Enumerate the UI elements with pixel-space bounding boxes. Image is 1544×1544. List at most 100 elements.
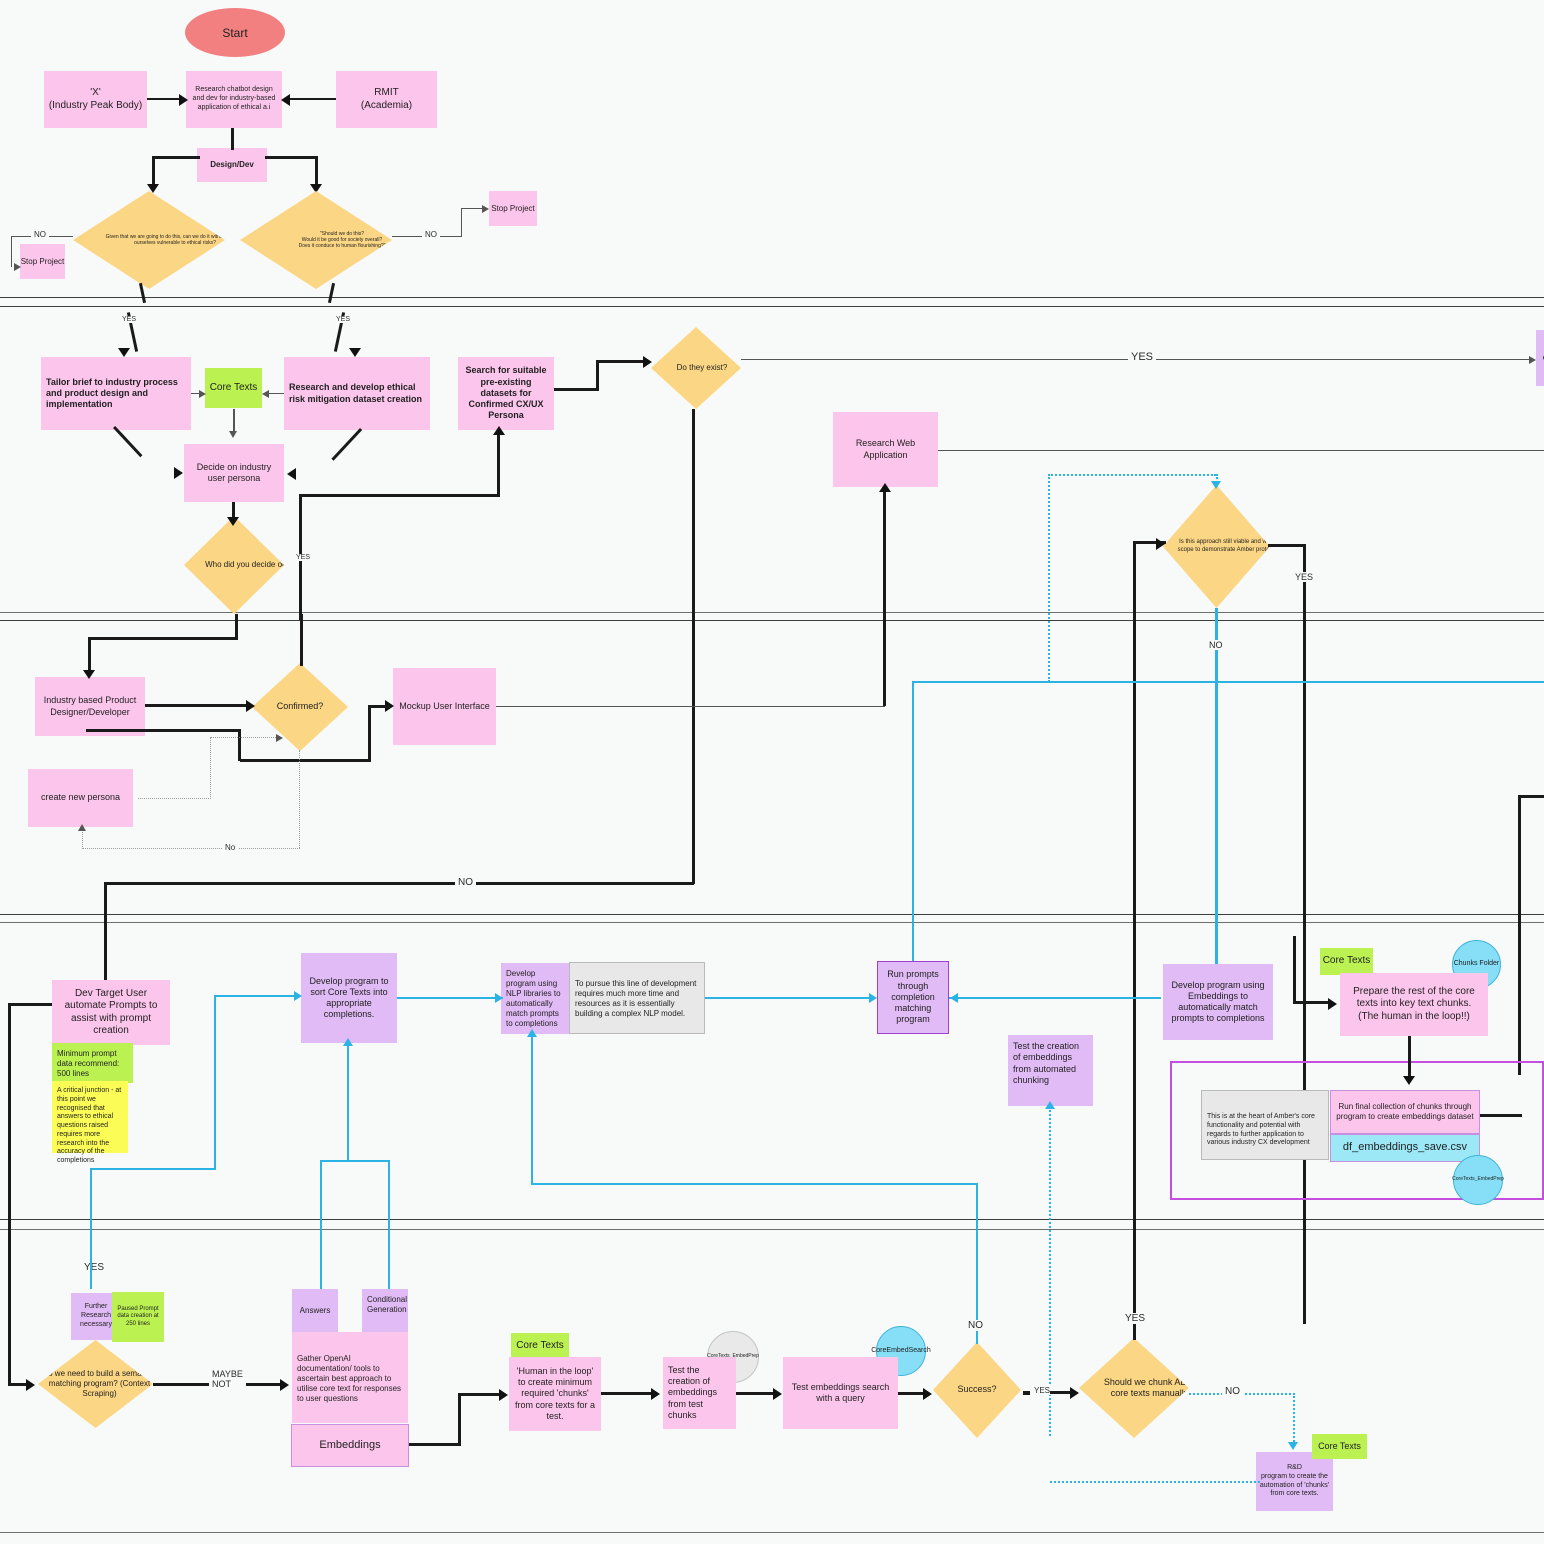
arrow-viable-left <box>1156 538 1165 550</box>
mockup-ui-label: Mockup User Interface <box>399 700 490 711</box>
arrow-success-to-chunk <box>1070 1387 1079 1399</box>
lane-divider-3a <box>0 914 1544 915</box>
edge-mockup-to-webapp-h <box>496 706 885 707</box>
stop-project-right-label: Stop Project <box>491 203 535 213</box>
node-core-texts-1: Core Texts <box>205 368 262 408</box>
coretexts-embedprep-1-label: CoreTexts_EmbedPrep <box>1452 1176 1504 1183</box>
edge-tailor-to-coretexts <box>191 393 200 394</box>
arrow-dotted-to-viable <box>1211 481 1221 489</box>
node-mockup-ui: Mockup User Interface <box>393 668 496 745</box>
tailor-brief-label: Tailor brief to industry process and pro… <box>46 376 178 410</box>
edge-yes-semantic-v <box>90 1229 92 1289</box>
node-human-in-loop: 'Human in the loop' to create minimum re… <box>509 1357 601 1431</box>
node-dev-target-user: Dev Target User automate Prompts to assi… <box>52 980 170 1045</box>
prepare-chunks-label: Prepare the rest of the core texts into … <box>1353 985 1475 1022</box>
decide-persona-label: Decide on industry user persona <box>196 461 272 483</box>
edge-label-no-mixed: No <box>222 843 239 852</box>
arrow-human-to-test <box>651 1388 660 1400</box>
edge-success-no-up <box>976 1183 978 1328</box>
edge-loop-v <box>238 729 241 761</box>
edge-left-loop-v <box>8 1003 11 1385</box>
node-gather-openai: Gather OpenAI documentation/ tools to as… <box>292 1332 408 1423</box>
edge-nlp-to-run <box>705 997 871 999</box>
edge-viable-left-v <box>1133 541 1136 1331</box>
rnd-program-line1: R&D <box>1287 1464 1302 1471</box>
arrow-yes-left <box>118 348 130 357</box>
arrow-left-loop <box>26 1379 35 1391</box>
answers-label: Answers <box>299 1306 331 1315</box>
edge-conditional-up <box>388 1160 390 1290</box>
edge-cyan-devtarget-down <box>90 1168 92 1288</box>
edge-mockup-to-webapp-v <box>883 488 886 706</box>
edge-viable-yes-h <box>1268 544 1306 547</box>
arrow-rmit-to-research <box>281 94 290 106</box>
edge-rnd-feedback-h <box>1050 1481 1260 1483</box>
note-heart-of-amber: This is at the heart of Amber's core fun… <box>1201 1090 1329 1160</box>
gather-openai-label: Gather OpenAI documentation/ tools to as… <box>297 1354 402 1403</box>
edge-answers-up <box>320 1160 322 1290</box>
conditional-generation-label: Conditional Generation <box>367 1295 408 1314</box>
edge-confirmed-no-h <box>82 848 300 849</box>
node-research-chatbot: Research chatbot design and dev for indu… <box>186 71 282 128</box>
edge-prepare-to-run-final <box>1408 1036 1411 1080</box>
industry-designer-label: Industry based Product Designer/Develope… <box>43 695 137 717</box>
node-test-embeddings-query: Test embeddings search with a query <box>783 1357 898 1429</box>
edge-human-to-test <box>601 1392 654 1395</box>
node-answers: Answers <box>292 1289 338 1333</box>
edge-search-to-exist-v <box>596 360 599 391</box>
node-decide-persona: Decide on industry user persona <box>184 444 284 502</box>
edge-up-into-sort-v <box>347 1043 349 1160</box>
edge-designdev-right-h <box>265 156 318 159</box>
lane-divider-1a <box>0 297 1544 298</box>
edge-decide-to-who <box>232 502 235 520</box>
rnd-program-line2: program to create the automation of 'chu… <box>1259 1472 1330 1498</box>
test-embeddings-chunks-label: Test the creation of embeddings from tes… <box>668 1364 718 1420</box>
arrow-up-into-sort <box>343 1038 353 1046</box>
node-coretexts-embedprep-1: CoreTexts_EmbedPrep <box>1452 1155 1504 1205</box>
offscreen-purple-label: e <box>1543 353 1544 363</box>
edge-prepare-in-h <box>1293 1001 1331 1004</box>
human-in-loop-label: 'Human in the loop' to create minimum re… <box>514 1365 596 1421</box>
lane-divider-2b <box>0 620 1544 621</box>
edge-coretexts-to-decide <box>233 409 235 433</box>
edge-label-no-big: NO <box>455 877 476 888</box>
edge-left-loop-top <box>8 1003 52 1006</box>
maybe-not-line2: NOT <box>212 1379 231 1390</box>
node-develop-sort-core-texts: Develop program to sort Core Texts into … <box>301 953 397 1043</box>
arrow-designer-to-confirmed <box>246 700 255 712</box>
rmit-line2: (Academia) <box>360 99 413 111</box>
industry-peak-body-line2: (Industry Peak Body) <box>48 99 143 111</box>
edge-dotted-to-viable-v <box>1216 474 1218 483</box>
arrow-test-to-query <box>773 1388 782 1400</box>
edge-search-to-exist-h1 <box>554 388 598 391</box>
edge-label-yes-success: YES <box>1031 1386 1054 1395</box>
develop-sort-label: Develop program to sort Core Texts into … <box>309 975 389 1020</box>
research-web-app-label: Research Web Application <box>855 438 916 460</box>
edge-research-to-designdev <box>231 128 234 150</box>
arrow-tailor-to-coretexts <box>199 390 206 398</box>
edge-yes-persona-h <box>299 494 500 497</box>
edge-embeddings-out-h <box>409 1443 460 1446</box>
arrow-who-to-designer <box>83 670 95 679</box>
df-embeddings-csv-label: df_embeddings_save.csv <box>1342 1141 1468 1154</box>
edge-sort-to-nlp <box>397 997 503 999</box>
node-run-final-collection: Run final collection of chunks through p… <box>1330 1090 1480 1134</box>
note-nlp-model: To pursue this line of development requi… <box>569 962 705 1034</box>
decision-who-decided: Who did you decide on? <box>184 516 284 614</box>
edge-rmit-to-research <box>289 98 336 100</box>
dev-target-user-label: Dev Target User automate Prompts to assi… <box>64 987 158 1037</box>
arrow-research-to-coretexts <box>262 390 269 398</box>
node-industry-designer: Industry based Product Designer/Develope… <box>35 677 145 736</box>
decision-viable-scope: Is this approach still viable and within… <box>1163 485 1270 608</box>
arrow-confirmed-no <box>78 824 86 831</box>
node-create-new-persona: create new persona <box>28 769 133 827</box>
arrow-tailor-to-decide <box>174 467 183 479</box>
edge-yes-persona-up <box>497 432 500 496</box>
edge-label-yes-semantic: YES <box>81 1262 108 1273</box>
node-tailor-brief: Tailor brief to industry process and pro… <box>41 357 191 430</box>
edge-nlp-from-below-h <box>531 1183 978 1185</box>
edge-yes-to-confirmed <box>300 614 303 666</box>
node-stop-project-right: Stop Project <box>489 191 537 226</box>
edge-yes-right-a <box>327 282 336 304</box>
edge-test-to-query <box>736 1392 776 1395</box>
